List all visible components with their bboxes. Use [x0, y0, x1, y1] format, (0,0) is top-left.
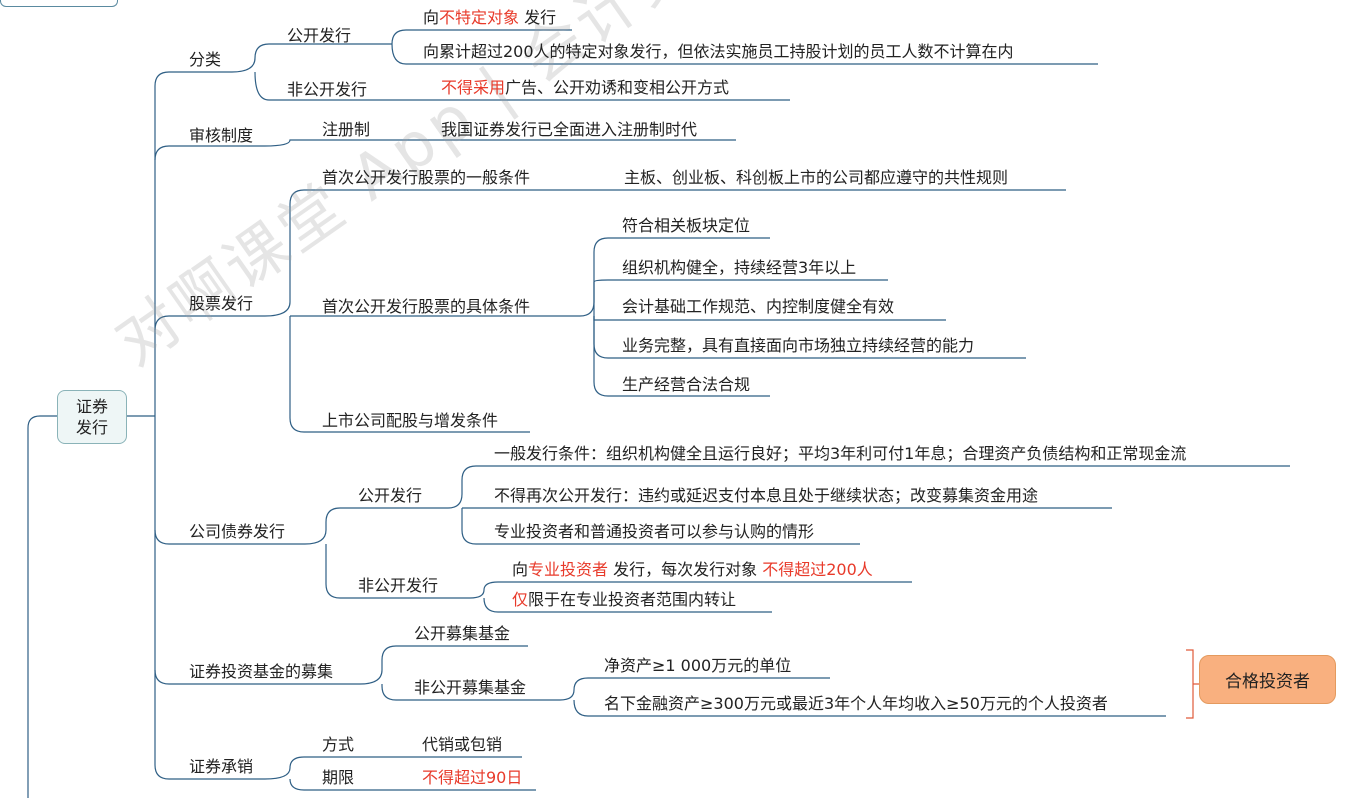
text-post: 限于在专业投资者范围内转让 — [528, 590, 737, 609]
link-underwriting — [154, 670, 265, 780]
top-left-node-edge — [0, 0, 118, 7]
stock-specific-item[interactable]: 业务完整，具有直接面向市场独立持续经营的能力 — [622, 336, 975, 355]
text-highlight: 不特定对象 — [439, 8, 520, 27]
qualified-investor-tag[interactable]: 合格投资者 — [1199, 655, 1336, 704]
fund-nonpublic[interactable]: 非公开募集基金 — [414, 678, 527, 697]
stock-specific-item[interactable]: 组织机构健全，持续经营3年以上 — [622, 258, 857, 277]
bracket — [1186, 649, 1199, 719]
stock-specific-item[interactable]: 会计基础工作规范、内控制度健全有效 — [622, 297, 895, 316]
fund-nonpublic-item[interactable]: 名下金融资产≥300万元或最近3年个人年均收入≥50万元的个人投资者 — [604, 694, 1108, 713]
left-spine — [27, 415, 57, 798]
main-spine — [154, 71, 232, 416]
branch-fund[interactable]: 证券投资基金的募集 — [189, 662, 334, 681]
stock-listed[interactable]: 上市公司配股与增发条件 — [322, 411, 499, 430]
text-pre: 向 — [423, 8, 440, 27]
text-highlight: 专业投资者 — [528, 560, 609, 579]
root-line1: 证券 — [75, 397, 108, 416]
branch-bond[interactable]: 公司债券发行 — [189, 522, 286, 541]
stock-general-detail[interactable]: 主板、创业板、科创板上市的公司都应遵守的共性规则 — [624, 168, 1009, 187]
root-node[interactable]: 证券发行 — [57, 390, 127, 444]
root-line2: 发行 — [75, 418, 108, 437]
branch-classification[interactable]: 分类 — [189, 50, 222, 69]
review-detail[interactable]: 我国证券发行已全面进入注册制时代 — [441, 120, 698, 139]
branch-stock[interactable]: 股票发行 — [189, 294, 254, 313]
branch-review[interactable]: 审核制度 — [189, 126, 254, 145]
bond-public-item[interactable]: 不得再次公开发行：违约或延迟支付本息且处于继续状态；改变募集资金用途 — [494, 486, 1039, 505]
review-sub[interactable]: 注册制 — [322, 120, 371, 139]
classification-nonpublic[interactable]: 非公开发行 — [287, 80, 368, 99]
underwriting-period[interactable]: 期限 — [322, 768, 355, 787]
fund-nonpublic-item[interactable]: 净资产≥1 000万元的单位 — [604, 656, 792, 675]
classification-public-item1[interactable]: 向不特定对象 发行 — [423, 8, 556, 28]
bond-public-item[interactable]: 专业投资者和普通投资者可以参与认购的情形 — [494, 522, 815, 541]
underwriting-method-detail[interactable]: 代销或包销 — [422, 735, 503, 754]
link-review — [154, 145, 265, 161]
text-mid: 发行，每次发行对象 — [613, 560, 758, 579]
classification-nonpublic-item1[interactable]: 不得采用广告、公开劝诱和变相公开方式 — [441, 78, 729, 98]
branch-underwriting[interactable]: 证券承销 — [189, 757, 254, 776]
bond-nonpublic-item1[interactable]: 向专业投资者 发行，每次发行对象 不得超过200人 — [512, 560, 873, 580]
underwriting-period-detail[interactable]: 不得超过90日 — [422, 768, 523, 787]
stock-specific-item[interactable]: 符合相关板块定位 — [622, 216, 751, 235]
text-highlight: 不得采用 — [441, 78, 506, 97]
link-fund — [154, 530, 360, 685]
text-highlight: 不得超过200人 — [762, 560, 873, 579]
stock-general[interactable]: 首次公开发行股票的一般条件 — [322, 168, 531, 187]
text-pre: 向 — [512, 560, 529, 579]
bond-public-item[interactable]: 一般发行条件：组织机构健全且运行良好；平均3年利可付1年息；合理资产负债结构和正… — [494, 444, 1187, 463]
text-post: 广告、公开劝诱和变相公开方式 — [505, 78, 730, 97]
text-post: 发行 — [524, 8, 557, 27]
bond-public[interactable]: 公开发行 — [358, 486, 423, 505]
classification-public-item2[interactable]: 向累计超过200人的特定对象发行，但依法实施员工持股计划的员工人数不计算在内 — [423, 42, 1014, 61]
link-stock — [154, 315, 265, 331]
bond-nonpublic[interactable]: 非公开发行 — [358, 576, 439, 595]
fund-public[interactable]: 公开募集基金 — [414, 624, 511, 643]
bond-nonpublic-item2[interactable]: 仅限于在专业投资者范围内转让 — [512, 590, 736, 610]
text-highlight: 仅 — [512, 590, 529, 609]
stock-specific[interactable]: 首次公开发行股票的具体条件 — [322, 297, 531, 316]
classification-public[interactable]: 公开发行 — [287, 26, 352, 45]
stock-specific-item[interactable]: 生产经营合法合规 — [622, 375, 751, 394]
underwriting-method[interactable]: 方式 — [322, 735, 355, 754]
